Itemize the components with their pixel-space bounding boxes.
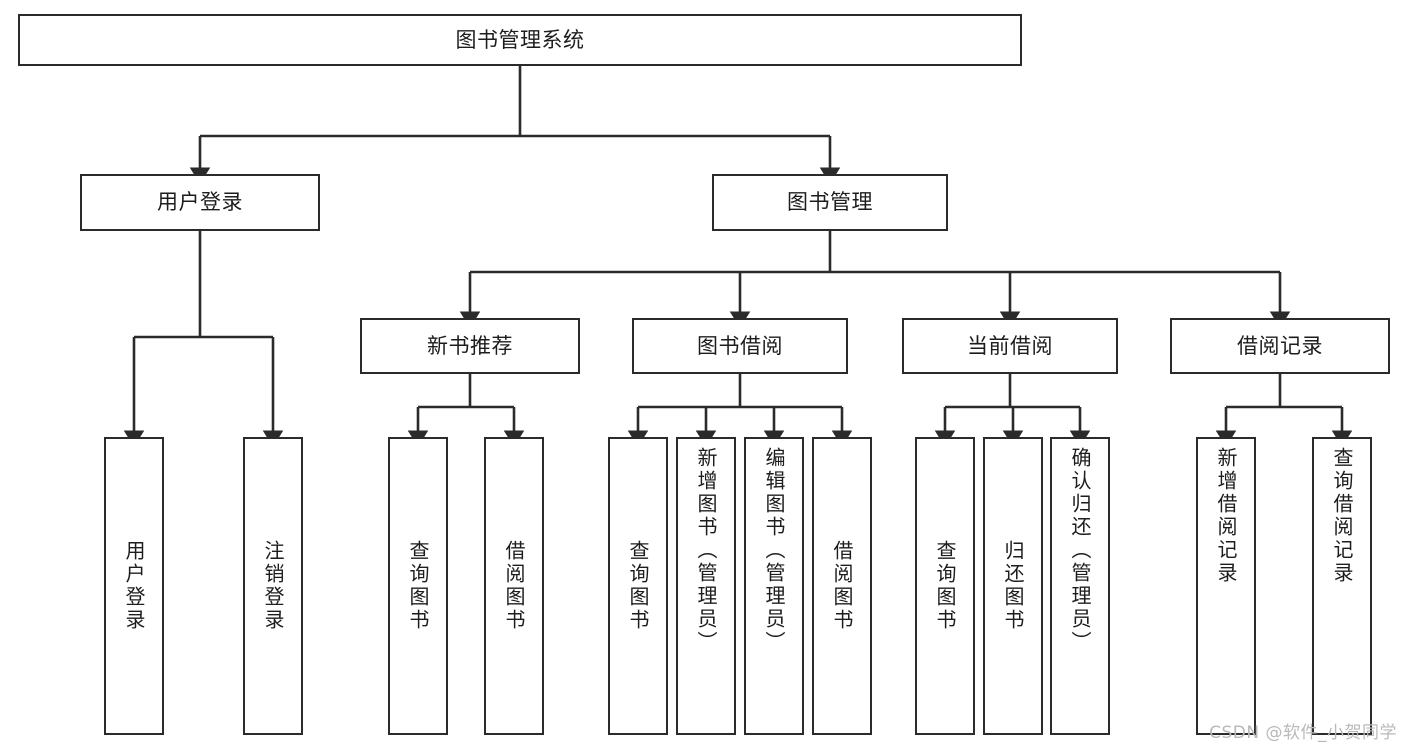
node-label: 查询图书: [933, 540, 957, 632]
node-label: 查询借阅记录: [1330, 447, 1354, 585]
node-label: 查询图书: [406, 540, 430, 632]
node-leaf-borrow-book-1[interactable]: 借阅图书: [484, 437, 544, 735]
node-leaf-confirm-return[interactable]: 确认归还（管理员）: [1050, 437, 1110, 735]
node-label: 新增图书（管理员）: [694, 447, 718, 654]
node-label: 借阅记录: [1237, 333, 1323, 358]
node-leaf-user-login[interactable]: 用户登录: [104, 437, 164, 735]
node-leaf-user-logout[interactable]: 注销登录: [243, 437, 303, 735]
node-leaf-query-borrow-record[interactable]: 查询借阅记录: [1312, 437, 1372, 735]
node-label: 用户登录: [122, 540, 146, 632]
node-label: 借阅图书: [830, 540, 854, 632]
node-leaf-query-book-3[interactable]: 查询图书: [915, 437, 975, 735]
node-label: 图书借阅: [697, 333, 783, 358]
node-new-book-recommend[interactable]: 新书推荐: [360, 318, 580, 374]
node-label: 用户登录: [157, 190, 243, 215]
node-label: 图书管理: [787, 190, 873, 215]
node-leaf-add-borrow-record[interactable]: 新增借阅记录: [1196, 437, 1256, 735]
node-current-borrow[interactable]: 当前借阅: [902, 318, 1118, 374]
node-leaf-edit-book[interactable]: 编辑图书（管理员）: [744, 437, 804, 735]
node-user-login[interactable]: 用户登录: [80, 174, 320, 231]
node-leaf-borrow-book-2[interactable]: 借阅图书: [812, 437, 872, 735]
node-leaf-query-book-1[interactable]: 查询图书: [388, 437, 448, 735]
node-leaf-add-book[interactable]: 新增图书（管理员）: [676, 437, 736, 735]
node-label: 新书推荐: [427, 333, 513, 358]
node-label: 注销登录: [261, 540, 285, 632]
node-leaf-query-book-2[interactable]: 查询图书: [608, 437, 668, 735]
node-label: 当前借阅: [967, 333, 1053, 358]
node-label: 确认归还（管理员）: [1068, 447, 1092, 654]
node-label: 查询图书: [626, 540, 650, 632]
node-leaf-return-book[interactable]: 归还图书: [983, 437, 1043, 735]
node-label: 新增借阅记录: [1214, 447, 1238, 585]
node-root[interactable]: 图书管理系统: [18, 14, 1022, 66]
node-book-borrow[interactable]: 图书借阅: [632, 318, 848, 374]
node-borrow-record[interactable]: 借阅记录: [1170, 318, 1390, 374]
node-label: 归还图书: [1001, 540, 1025, 632]
node-label: 图书管理系统: [455, 27, 585, 52]
node-book-management[interactable]: 图书管理: [712, 174, 948, 231]
node-label: 编辑图书（管理员）: [762, 447, 786, 654]
node-label: 借阅图书: [502, 540, 526, 632]
